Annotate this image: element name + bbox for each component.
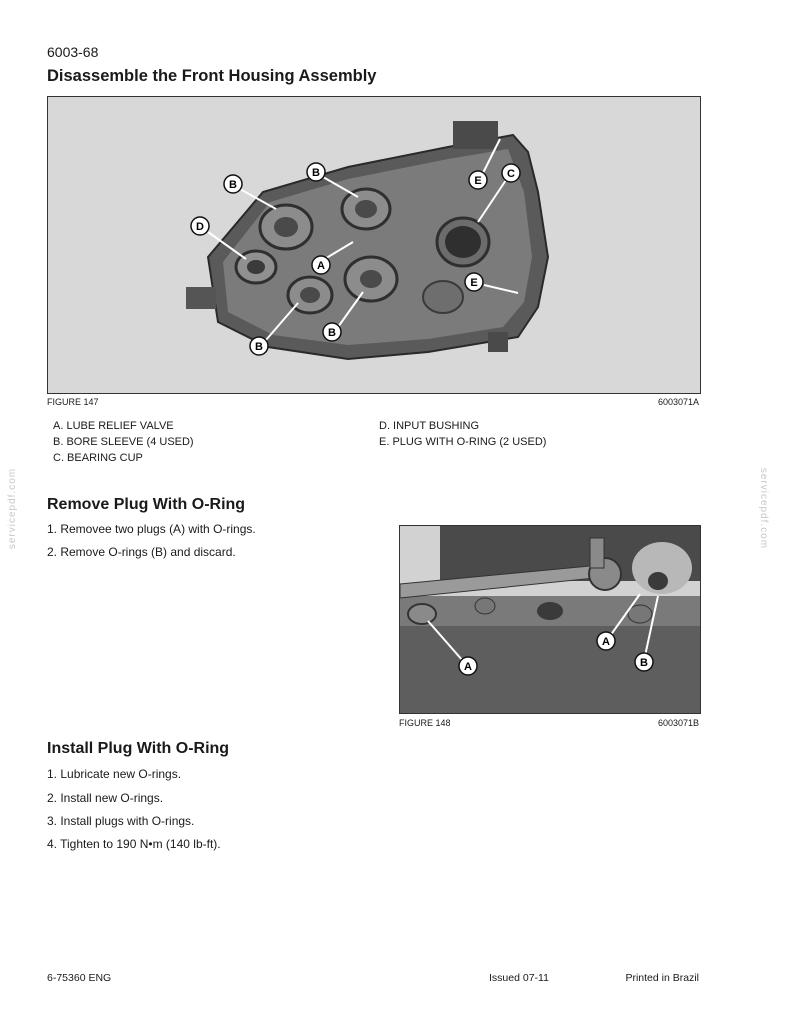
legend-left: A. LUBE RELIEF VALVE B. BORE SLEEVE (4 U… [53, 418, 194, 466]
figure-148-image: A A B [399, 525, 701, 714]
figure-147-label: FIGURE 147 [47, 397, 99, 407]
callout-d: D [196, 221, 204, 233]
figure-147-image: B B D A B B C E E [47, 96, 701, 394]
remove-section-title: Remove Plug With O-Ring [47, 496, 246, 513]
callout-a: A [464, 661, 472, 673]
figure-148-label: FIGURE 148 [399, 718, 451, 728]
footer-issued: Issued 07-11 [489, 972, 549, 984]
watermark-right: servicepdf.com [758, 467, 770, 550]
callout-e: E [470, 277, 477, 289]
page-title: Disassemble the Front Housing Assembly [47, 67, 377, 85]
figure-148-callouts: A A B [458, 631, 654, 676]
legend-right: D. INPUT BUSHING E. PLUG WITH O-RING (2 … [379, 418, 546, 450]
step-item: 2. Remove O-rings (B) and discard. [47, 545, 236, 559]
step-item: 3. Install plugs with O-rings. [47, 814, 195, 828]
callout-b: B [312, 167, 320, 179]
legend-item: E. PLUG WITH O-RING (2 USED) [379, 436, 547, 448]
step-item: 1. Removee two plugs (A) with O-rings. [47, 522, 256, 536]
legend-item: C. BEARING CUP [53, 452, 143, 464]
legend-item: A. LUBE RELIEF VALVE [53, 420, 174, 432]
figure-147-code: 6003071A [657, 397, 699, 407]
legend-item: B. BORE SLEEVE (4 USED) [53, 436, 194, 448]
callout-b: B [229, 179, 237, 191]
callout-c: C [507, 168, 515, 180]
callout-a: A [602, 636, 610, 648]
figure-147-callouts: B B D A B B C E E [190, 162, 521, 356]
page-number: 6003-68 [47, 44, 99, 60]
figure-148-code: 6003071B [657, 718, 699, 728]
footer-doc-number: 6-75360 ENG [47, 972, 112, 984]
callout-a: A [317, 260, 325, 272]
step-item: 2. Install new O-rings. [47, 791, 164, 805]
callout-e: E [474, 175, 481, 187]
watermark-left: servicepdf.com [7, 467, 19, 550]
plug-removal-photo: A A B [400, 526, 700, 713]
step-item: 4. Tighten to 190 N•m (140 lb-ft). [47, 837, 221, 851]
callout-b: B [640, 657, 648, 669]
callout-b: B [255, 341, 263, 353]
legend-item: D. INPUT BUSHING [379, 420, 480, 432]
callout-b: B [328, 327, 336, 339]
housing-photo: B B D A B B C E E [48, 97, 700, 393]
install-section-title: Install Plug With O-Ring [47, 740, 230, 757]
footer-printed: Printed in Brazil [625, 972, 699, 984]
step-item: 1. Lubricate new O-rings. [47, 767, 182, 781]
